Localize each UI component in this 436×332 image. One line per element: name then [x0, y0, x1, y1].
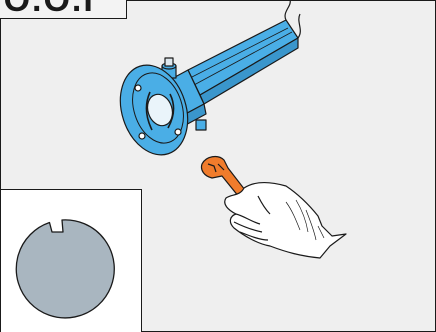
step-label: Ό.Ο.Ι	[2, 0, 95, 19]
keyed-disc-icon	[1, 190, 141, 332]
step-label-tab: Ό.Ο.Ι	[0, 0, 127, 19]
detail-inset	[1, 189, 142, 332]
